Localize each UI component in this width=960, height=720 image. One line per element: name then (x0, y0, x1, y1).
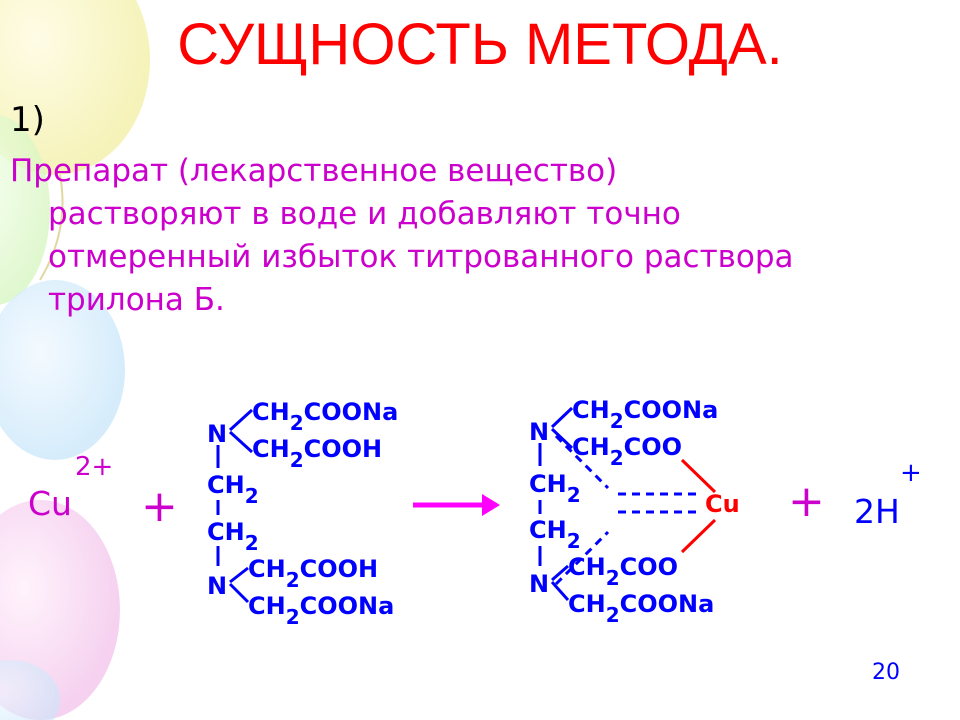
reagent-ch2-upper: CH2 (207, 471, 259, 508)
reagent-ch2cooh-top: CH2COOH (252, 435, 382, 472)
balloon-yellow (0, 0, 150, 175)
product-bonds (538, 406, 574, 601)
cu-charge: 2+ (75, 452, 114, 482)
step-number: 1) (10, 100, 45, 140)
balloon-green (0, 115, 50, 305)
plus-sign-2: + (788, 476, 825, 527)
balloon-string (39, 174, 64, 281)
reagent-molecule: N CH2COONa CH2COOH CH2 CH2 N CH2COOH CH2… (207, 398, 398, 629)
proton: 2H (854, 492, 900, 531)
proton-charge: + (900, 458, 922, 488)
product-ch2-lower: CH2 (529, 516, 581, 553)
page-number: 20 (872, 660, 900, 685)
reagent-n-bottom: N (207, 572, 227, 600)
product-ch2-upper: CH2 (529, 470, 581, 507)
reaction-arrow (413, 494, 500, 516)
product-ch2coona-bottom: CH2COONa (568, 590, 714, 627)
product-cu: Cu (705, 490, 740, 518)
product-n-top: N (529, 418, 549, 446)
balloon-blue-small (0, 660, 60, 720)
balloon-blue (0, 280, 125, 460)
product-n-bottom: N (529, 570, 549, 598)
coordination-bonds (554, 434, 700, 586)
reagent-bonds (216, 408, 254, 604)
reagent-ch2coona-bottom: CH2COONa (248, 592, 394, 629)
cu-oxygen-bonds (680, 458, 717, 554)
paragraph-line-3: отмеренный избыток титрованного раствора (48, 239, 794, 275)
product-ch2coo-top: CH2COO (572, 433, 682, 470)
paragraph-line-2: растворяют в воде и добавляют точно (48, 196, 681, 232)
reagent-ch2cooh-bottom: CH2COOH (248, 555, 378, 592)
reagent-ch2coona-top: CH2COONa (252, 398, 398, 435)
reagent-n-top: N (207, 420, 227, 448)
cu-ion: Cu (28, 484, 72, 523)
paragraph-line-1: Препарат (лекарственное вещество) (10, 153, 618, 189)
method-paragraph: Препарат (лекарственное вещество) раство… (10, 150, 940, 322)
product-ch2coona-top: CH2COONa (572, 396, 718, 433)
product-ch2coo-bottom: CH2COO (568, 553, 678, 590)
reagent-ch2-lower: CH2 (207, 518, 259, 555)
paragraph-line-4: трилона Б. (48, 282, 225, 318)
plus-sign-1: + (141, 481, 178, 532)
product-molecule: N CH2COONa CH2COO CH2 Cu CH2 N CH2COO CH… (529, 396, 740, 627)
slide-title: СУЩНОСТЬ МЕТОДА. (177, 12, 783, 77)
